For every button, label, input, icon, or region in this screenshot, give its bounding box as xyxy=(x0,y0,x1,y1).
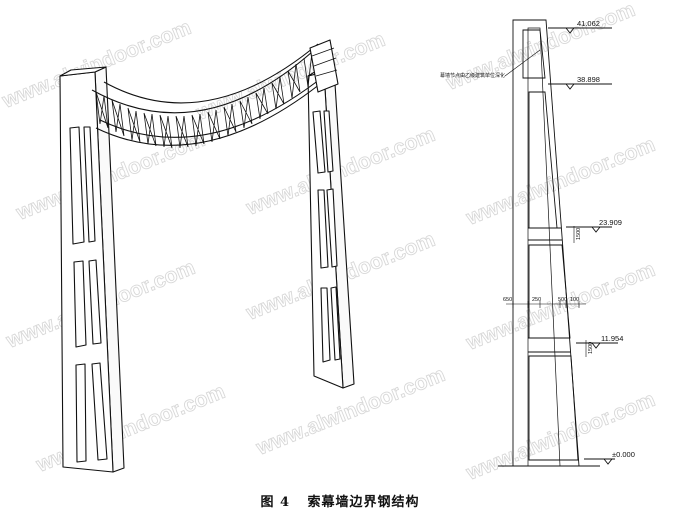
figure-title: 索幕墙边界钢结构 xyxy=(307,495,420,510)
elevation-lower-void xyxy=(528,355,579,461)
dimension-label: 650 xyxy=(503,297,512,303)
right-column xyxy=(307,67,355,389)
level-label-top: 41.062 xyxy=(577,19,600,28)
level-marker-icon xyxy=(565,27,575,34)
right-column-opening xyxy=(330,286,341,361)
dimension-label: 100 xyxy=(570,297,579,303)
truss-top-front-chord xyxy=(91,51,313,114)
elevation-top-void xyxy=(522,29,546,79)
figure-number: 图 4 xyxy=(260,495,291,510)
truss-top-back-chord xyxy=(103,43,319,104)
right-column-opening xyxy=(320,287,331,363)
level-marker-icon xyxy=(591,226,601,233)
level-marker-icon xyxy=(591,342,601,349)
level-label-ground: ±0.000 xyxy=(612,450,635,459)
elevation-labels: 41.062 38.898 23.909 11.954 ±0.000 幕墙节点由… xyxy=(440,19,635,459)
figure-caption: 图 4 索幕墙边界钢结构 xyxy=(0,491,680,510)
left-column-opening xyxy=(88,259,102,345)
left-column-opening xyxy=(75,363,87,463)
watermark-text: www.alwindoor.com xyxy=(462,388,658,485)
dimension-label: 250 xyxy=(532,297,541,303)
level-marker-icon xyxy=(565,83,575,90)
level-label-third: 23.909 xyxy=(599,218,622,227)
truss-end-block xyxy=(309,39,339,93)
level-marker-icon xyxy=(603,458,613,465)
level-label-second: 38.898 xyxy=(577,75,600,84)
left-column-opening xyxy=(69,126,85,245)
left-column-opening xyxy=(91,362,108,461)
right-column-opening xyxy=(312,110,326,174)
left-column xyxy=(59,66,125,473)
left-column-opening xyxy=(73,260,87,348)
left-column-top xyxy=(59,66,107,77)
elevation-column-outline xyxy=(512,19,580,467)
truss-end-detail xyxy=(311,47,338,77)
curved-truss xyxy=(91,39,339,149)
beam-depth-label: 1500 xyxy=(588,342,594,354)
right-column-opening xyxy=(323,110,334,173)
beam-depth-label: 1500 xyxy=(576,228,582,240)
dimension-ticks xyxy=(512,301,580,308)
watermark-text: www.alwindoor.com xyxy=(192,28,388,125)
left-column-opening xyxy=(83,126,96,243)
right-column-opening xyxy=(326,188,338,268)
elevation-note: 幕墙节点由乙级建筑单位深化 xyxy=(440,72,505,79)
right-column-opening xyxy=(317,189,329,269)
note-leader xyxy=(504,49,541,77)
watermark-text: www.alwindoor.com xyxy=(442,0,638,95)
elevation-inner-outline xyxy=(527,27,561,467)
truss-webs xyxy=(95,51,313,149)
perspective-model xyxy=(59,39,355,473)
elevation-drawing xyxy=(498,19,618,467)
level-label-fourth: 11.954 xyxy=(601,334,623,343)
truss-bottom-back-chord xyxy=(99,75,325,138)
watermark-text: www.alwindoor.com xyxy=(32,380,228,477)
dimension-label: 500 xyxy=(558,297,567,303)
watermark-text: www.alwindoor.com xyxy=(462,258,658,355)
